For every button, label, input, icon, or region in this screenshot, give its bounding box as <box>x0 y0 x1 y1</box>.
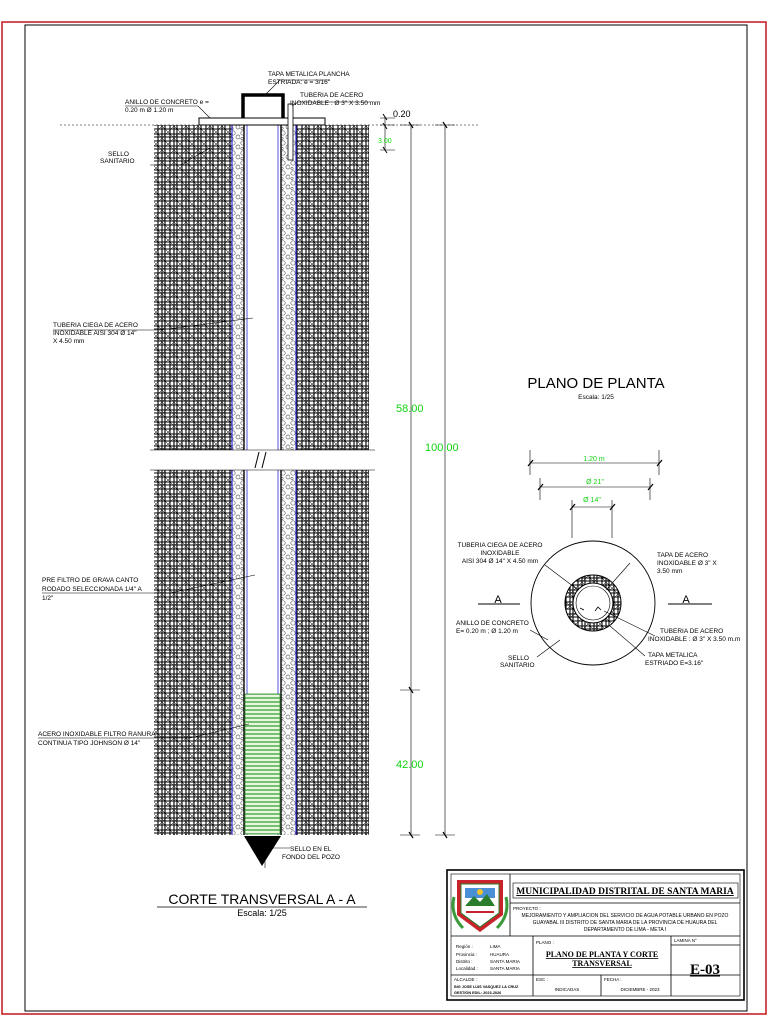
distrito-value: SANTA MARIA <box>490 959 520 964</box>
plan-title: PLANO DE PLANTA <box>527 375 664 392</box>
provincia-value: HUAURA <box>490 952 509 957</box>
label-tapa-1: TAPA METALICA PLANCHA <box>268 71 350 78</box>
label-ciega-1: TUBERIA CIEGA DE ACERO <box>53 322 138 329</box>
label-fondo-1: SELLO EN EL <box>290 846 332 853</box>
plano-label: PLANO : <box>536 940 554 945</box>
label-filtro-1: ACERO INOXIDABLE FILTRO RANURA <box>38 731 156 738</box>
provincia-label: Provincia : <box>456 952 477 957</box>
gravel-right-upper <box>281 125 296 450</box>
dim-10000: 100.00 <box>425 442 459 454</box>
plan-tapa-acero-2: INOXIDABLE Ø 3" X <box>657 560 717 567</box>
plan-sello-1: SELLO <box>508 655 529 662</box>
soil-left-lower <box>154 470 232 835</box>
metal-cap <box>241 93 285 118</box>
label-sello-1: SELLO <box>108 151 129 158</box>
section-title: CORTE TRANSVERSAL A - A <box>168 891 356 907</box>
label-ciega-3: X 4.50 mm <box>53 338 84 345</box>
plan-cut-left: A <box>494 594 502 606</box>
plan-ciega-3: AISI 304 Ø 14" X 4.50 mm <box>462 558 538 565</box>
region-value: LIMA <box>490 944 501 949</box>
esc-value: INDICADAS <box>555 987 580 992</box>
outer-frame <box>1 21 767 1015</box>
label-anillo-2: 0.20 m Ø 1.20 m <box>125 107 173 114</box>
distrito-label: Distrito : <box>456 959 473 964</box>
vent-pipe <box>287 103 294 161</box>
proyecto-line-1: MEJORAMIENTO Y AMPLIACION DEL SERVICIO D… <box>522 913 729 919</box>
dim-4200: 42.00 <box>396 759 424 771</box>
plan-drawing <box>478 450 712 666</box>
plan-tapa-acero-1: TAPA DE ACERO <box>657 552 708 559</box>
label-tapa-2: ESTRIADA: e = 3/16" <box>268 79 331 86</box>
proyecto-line-2: GUAYABAL III DISTRITO DE SANTA MARIA DE … <box>533 920 718 926</box>
gravel-right-lower <box>281 470 296 835</box>
alcalde-label: ALCALDE : <box>454 977 477 982</box>
casing-plan <box>572 582 614 624</box>
plano-line-2: TRANSVERSAL <box>572 959 632 968</box>
plan-scale: Escala: 1/25 <box>578 394 614 401</box>
proyecto-label: PROYECTO : <box>513 906 541 911</box>
municipality-name: MUNICIPALIDAD DISTRITAL DE SANTA MARIA <box>516 887 734 897</box>
label-tuberia-top-2: INOXIDABLE : Ø 3" X 3.50 mm <box>290 100 380 107</box>
esc-label: ESC : <box>536 977 548 982</box>
plano-line-1: PLANO DE PLANTA Y CORTE <box>546 950 658 959</box>
region-label: Región : <box>456 944 473 949</box>
plan-dim-120: 1.20 m <box>583 456 605 463</box>
dim-300: 3.00 <box>378 138 392 145</box>
label-sello-2: SANITARIO <box>100 158 135 165</box>
concrete-ring <box>198 117 326 126</box>
proyecto-line-3: DEPARTAMENTO DE LIMA - META I <box>584 927 666 933</box>
gravel-left-lower <box>232 470 244 835</box>
plan-ciega-1: TUBERIA CIEGA DE ACERO <box>458 542 543 549</box>
plan-tapa-met-2: ESTRIADO E=3.16" <box>645 660 704 667</box>
plan-tapa-acero-3: 3.50 mm <box>657 568 682 575</box>
lamina-label: LAMINA N° <box>674 938 697 943</box>
plan-anillo-2: E= 0.20 m ; Ø 1.20 m <box>456 628 518 635</box>
plan-cut-right: A <box>682 594 690 606</box>
plan-tapa-met-1: TAPA METALICA <box>648 652 698 659</box>
localidad-label: Localidad : <box>456 966 478 971</box>
localidad-value: SANTA MARIA <box>490 966 520 971</box>
municipality-logo-icon <box>451 880 509 932</box>
lamina-number: E-03 <box>690 962 720 978</box>
plan-sello-2: SANITARIO <box>500 662 535 669</box>
gestion-value: GESTIÓN EDIL: 2023-2026 <box>454 990 501 995</box>
label-ciega-2: INOXIDABLE AISI 304 Ø 14" <box>53 330 137 337</box>
plan-anillo-1: ANILLO DE CONCRETO <box>456 620 529 627</box>
johnson-screen <box>244 693 281 835</box>
fecha-value: DICIEMBRE - 2023 <box>620 987 660 992</box>
plan-dim-21: Ø 21" <box>586 479 604 486</box>
dim-020: 0.20 <box>393 109 411 119</box>
soil-left-upper <box>154 125 232 450</box>
label-filtro-2: CONTINUA TIPO JOHNSON Ø 14" <box>38 740 141 747</box>
alcalde-value: ING JOSE LUIS VASQUEZ LA CRUZ <box>454 985 519 989</box>
title-block <box>446 869 745 1001</box>
dim-5800: 58.00 <box>396 403 424 415</box>
fecha-label: FECHA : <box>604 977 622 982</box>
bottom-seal <box>244 836 281 866</box>
section-drawing <box>38 79 480 868</box>
label-anillo-1: ANILLO DE CONCRETO e = <box>125 99 209 106</box>
plan-dim-14: Ø 14" <box>583 497 601 504</box>
inner-frame <box>24 24 748 1012</box>
label-fondo-2: FONDO DEL POZO <box>282 854 340 861</box>
label-prefiltro-1: PRE FILTRO DE GRAVA CANTO <box>42 577 138 584</box>
soil-right-upper <box>296 125 369 450</box>
label-tuberia-top-1: TUBERIA DE ACERO <box>300 92 363 99</box>
plan-ciega-2: INOXIDABLE <box>480 550 520 557</box>
plan-tuberia-1: TUBERIA DE ACERO <box>660 628 723 635</box>
gravel-left-upper <box>232 125 244 450</box>
soil-right-lower <box>296 470 369 835</box>
plan-tuberia-2: INOXIDABLE : Ø 3" X 3.50 m.m <box>648 636 740 643</box>
label-prefiltro-2: RODADO SELECCIONADA 1/4" A <box>42 586 143 593</box>
section-scale: Escala: 1/25 <box>237 908 287 918</box>
label-prefiltro-3: 1/2" <box>42 595 54 602</box>
